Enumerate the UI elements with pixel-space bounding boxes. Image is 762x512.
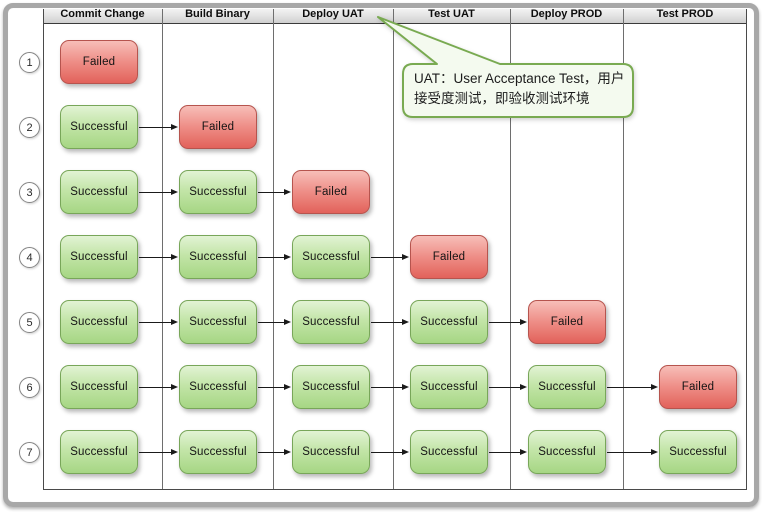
status-box: Successful bbox=[179, 430, 257, 474]
row-number-circle: 4 bbox=[19, 247, 40, 268]
flow-arrow bbox=[371, 384, 409, 390]
status-box: Successful bbox=[528, 365, 606, 409]
row-number-circle: 2 bbox=[19, 117, 40, 138]
status-box: Failed bbox=[292, 170, 370, 214]
grid-border-left bbox=[43, 6, 44, 490]
status-box: Successful bbox=[179, 300, 257, 344]
lane-divider bbox=[510, 6, 511, 490]
flow-arrow bbox=[258, 189, 291, 195]
lane-divider bbox=[393, 6, 394, 490]
status-box: Successful bbox=[292, 300, 370, 344]
flow-arrow bbox=[258, 319, 291, 325]
status-box: Successful bbox=[179, 170, 257, 214]
flow-arrow bbox=[258, 254, 291, 260]
status-box: Successful bbox=[292, 235, 370, 279]
column-header-test-prod: Test PROD bbox=[656, 8, 714, 20]
status-box: Successful bbox=[60, 300, 138, 344]
lane-divider bbox=[273, 6, 274, 490]
flow-arrow bbox=[489, 449, 527, 455]
status-box: Failed bbox=[659, 365, 737, 409]
status-box: Successful bbox=[60, 170, 138, 214]
row-number-circle: 3 bbox=[19, 182, 40, 203]
status-box: Successful bbox=[179, 235, 257, 279]
flow-arrow bbox=[139, 319, 178, 325]
status-box: Successful bbox=[60, 365, 138, 409]
uat-callout-text: UAT：User Acceptance Test，用户接受度测试，即验收测试环境 bbox=[414, 71, 625, 106]
status-box: Successful bbox=[410, 430, 488, 474]
flow-arrow bbox=[139, 384, 178, 390]
column-header-build-binary: Build Binary bbox=[185, 8, 250, 20]
status-box: Successful bbox=[410, 300, 488, 344]
flow-arrow bbox=[139, 449, 178, 455]
status-box: Successful bbox=[410, 365, 488, 409]
flow-arrow bbox=[139, 124, 178, 130]
row-number-circle: 1 bbox=[19, 52, 40, 73]
grid-border-bottom bbox=[43, 489, 747, 490]
flow-arrow bbox=[139, 254, 178, 260]
flow-arrow bbox=[607, 449, 658, 455]
flow-arrow bbox=[371, 254, 409, 260]
row-number-circle: 6 bbox=[19, 377, 40, 398]
row-number-circle: 7 bbox=[19, 442, 40, 463]
column-header-deploy-uat: Deploy UAT bbox=[302, 8, 364, 20]
flow-arrow bbox=[139, 189, 178, 195]
flow-arrow bbox=[371, 319, 409, 325]
flow-arrow bbox=[607, 384, 658, 390]
row-number-circle: 5 bbox=[19, 312, 40, 333]
status-box: Successful bbox=[659, 430, 737, 474]
status-box: Failed bbox=[528, 300, 606, 344]
flow-arrow bbox=[489, 319, 527, 325]
lane-divider bbox=[162, 6, 163, 490]
flow-arrow bbox=[489, 384, 527, 390]
status-box: Successful bbox=[60, 105, 138, 149]
status-box: Successful bbox=[528, 430, 606, 474]
flow-arrow bbox=[258, 384, 291, 390]
status-box: Failed bbox=[179, 105, 257, 149]
grid-border-right bbox=[746, 6, 747, 490]
column-header-deploy-prod: Deploy PROD bbox=[530, 8, 603, 20]
column-header-test-uat: Test UAT bbox=[428, 8, 475, 20]
status-box: Successful bbox=[292, 430, 370, 474]
column-header-commit-change: Commit Change bbox=[60, 8, 145, 20]
flow-arrow bbox=[371, 449, 409, 455]
status-box: Successful bbox=[179, 365, 257, 409]
lane-divider bbox=[623, 6, 624, 490]
status-box: Successful bbox=[292, 365, 370, 409]
status-box: Successful bbox=[60, 430, 138, 474]
status-box: Successful bbox=[60, 235, 138, 279]
flow-arrow bbox=[258, 449, 291, 455]
status-box: Failed bbox=[410, 235, 488, 279]
status-box: Failed bbox=[60, 40, 138, 84]
